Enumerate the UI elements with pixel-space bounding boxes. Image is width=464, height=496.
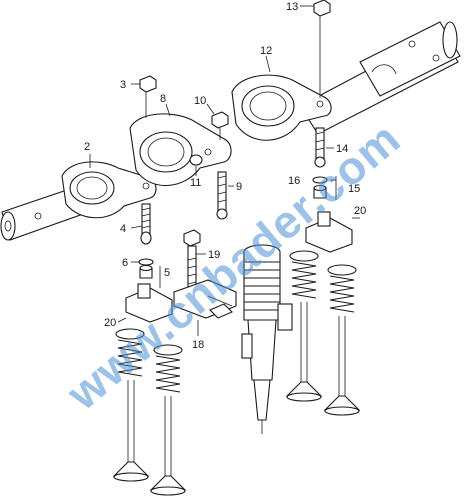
callout-20-left: 20 — [104, 317, 116, 329]
callout-19: 19 — [208, 249, 220, 261]
valve-bridge-20-left — [125, 283, 173, 323]
adjusting-screw-14 — [314, 127, 326, 168]
callout-12: 12 — [260, 45, 272, 57]
callout-2: 2 — [84, 141, 90, 153]
rocker-arm-12 — [231, 74, 332, 141]
watermark-text: www.cnbader.com — [56, 112, 410, 421]
valve-spring-right-1 — [289, 250, 319, 299]
callout-14: 14 — [336, 143, 348, 155]
callout-5: 5 — [164, 267, 170, 279]
valve-bridge-20-right — [305, 211, 353, 253]
valve-right-1 — [285, 302, 323, 402]
callout-11: 11 — [190, 177, 201, 189]
adjusting-screw-4 — [140, 203, 152, 245]
adjusting-screw-9 — [216, 171, 228, 220]
rocker-arm-8 — [129, 113, 232, 187]
callout-20-right: 20 — [354, 205, 366, 217]
nut-3 — [139, 75, 157, 118]
unit-injector — [241, 244, 293, 434]
callout-16: 16 — [288, 175, 300, 187]
clamp-18 — [173, 279, 237, 319]
valve-left-2 — [149, 396, 187, 496]
callout-6: 6 — [122, 257, 128, 269]
callout-10: 10 — [194, 95, 206, 107]
callout-8: 8 — [160, 93, 166, 105]
valve-spring-left-2 — [153, 344, 183, 393]
callout-9: 9 — [236, 181, 242, 193]
cap-16 — [312, 176, 328, 199]
nut-10 — [211, 111, 229, 140]
rocker-arm-2 — [61, 161, 157, 219]
callouts: 2 3 4 5 6 8 9 10 11 12 13 14 15 16 18 19… — [84, 1, 366, 351]
callout-4: 4 — [120, 223, 126, 235]
leader-lines — [89, 5, 360, 336]
ball-joint-11 — [189, 154, 203, 166]
rocker-shaft-right — [299, 21, 461, 135]
valve-left-1 — [112, 380, 150, 482]
valve-spring-left-1 — [115, 328, 145, 377]
callout-13: 13 — [286, 1, 298, 13]
valve-spring-right-2 — [327, 264, 357, 313]
valve-right-2 — [323, 316, 361, 416]
callout-15: 15 — [348, 183, 360, 195]
nut-13 — [313, 0, 331, 98]
callout-3: 3 — [120, 79, 126, 91]
callout-18: 18 — [192, 339, 204, 351]
cap-6 — [138, 258, 154, 279]
bolt-19 — [183, 229, 201, 289]
